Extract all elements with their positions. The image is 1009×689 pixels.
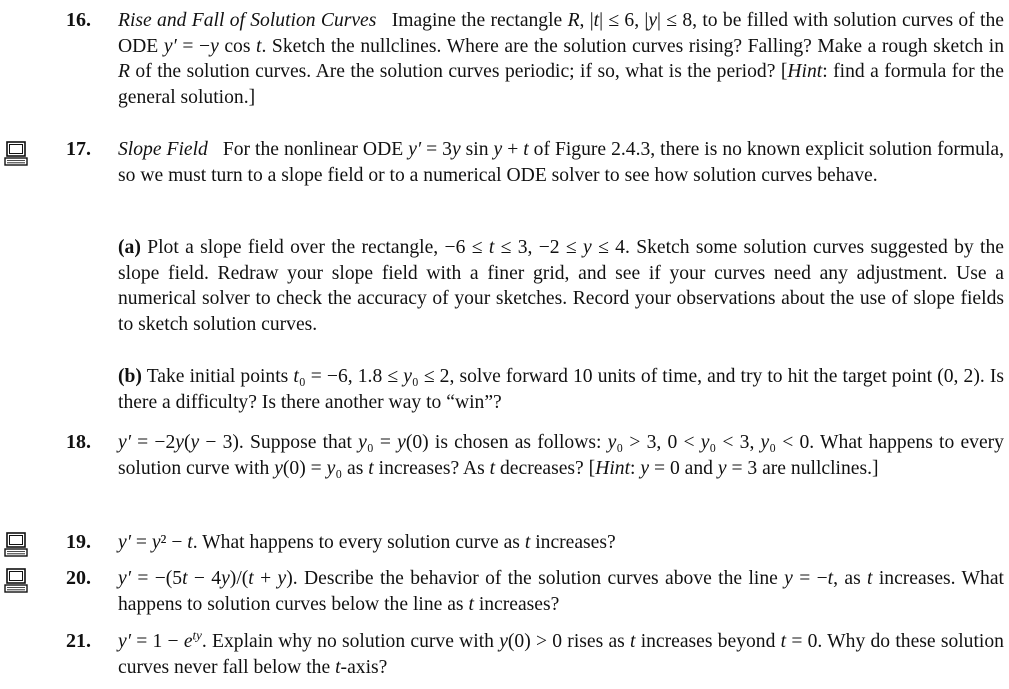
problem-title: Slope Field	[118, 139, 208, 160]
problem-number: 21.	[66, 630, 91, 652]
problem-number: 18.	[66, 431, 91, 453]
problem-number: 16.	[66, 9, 91, 31]
problem-text: y′ = −(5t − 4y)/(t + y). Describe the be…	[118, 568, 1004, 615]
problem-text: y′ = y² − t. What happens to every solut…	[118, 532, 616, 553]
part-label: (a)	[118, 237, 141, 258]
computer-icon	[4, 532, 28, 557]
computer-icon	[4, 568, 28, 593]
computer-icon	[4, 141, 28, 166]
problem-number: 20.	[66, 567, 91, 589]
problem-text: y′ = 1 − ety. Explain why no solution cu…	[118, 627, 1004, 678]
problem-text: y′ = −2y(y − 3). Suppose that y₀ = y(0) …	[118, 432, 1004, 479]
problem-text: Slope Field For the nonlinear ODE y′ = 3…	[118, 139, 1004, 186]
problem-title: Rise and Fall of Solution Curves	[118, 10, 377, 31]
part-a-text: (a) Plot a slope field over the rectangl…	[118, 237, 1004, 335]
problem-number: 19.	[66, 531, 91, 553]
problem-text: Rise and Fall of Solution Curves Imagine…	[118, 10, 1004, 108]
part-label: (b)	[118, 366, 142, 387]
part-b-text: (b) Take initial points t₀ = −6, 1.8 ≤ y…	[118, 366, 1004, 413]
problem-number: 17.	[66, 138, 91, 160]
